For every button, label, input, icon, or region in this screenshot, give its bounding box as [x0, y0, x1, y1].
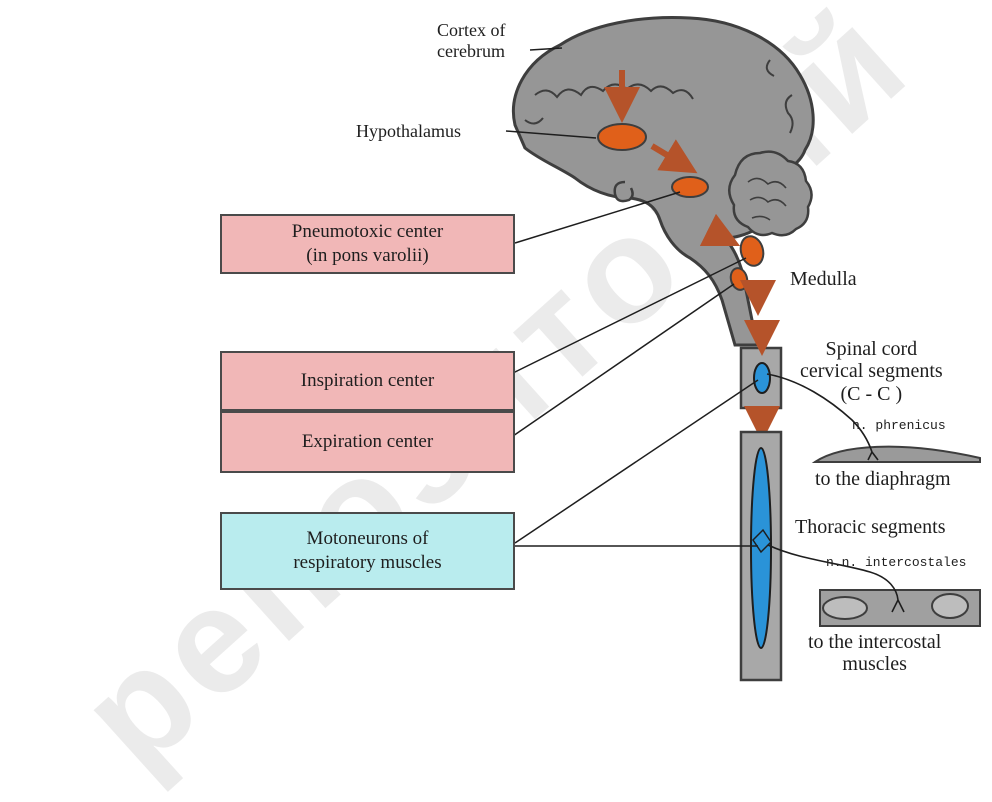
motoneurons-line-2: respiratory muscles [293, 551, 441, 575]
thoracic-cord [741, 432, 781, 680]
cortex-label-line-2: cerebrum [437, 41, 505, 62]
cerebellum [729, 152, 811, 236]
spinal-line-1: Spinal cord [800, 338, 943, 360]
inspiration-center-box: Inspiration center [220, 351, 515, 411]
leader-motoneuron-cervical [515, 380, 758, 543]
cortex-label-line-1: Cortex of [437, 20, 505, 41]
cervical-core [754, 363, 770, 393]
expiration-center-box: Expiration center [220, 411, 515, 473]
leader-expiration [513, 284, 734, 436]
motoneurons-box: Motoneurons of respiratory muscles [220, 512, 515, 590]
hypothalamus-nucleus [598, 124, 646, 150]
intercostal-line-2: muscles [808, 654, 941, 676]
motoneurons-line-1: Motoneurons of [307, 527, 429, 551]
spinal-line-3: (C - C ) [800, 383, 943, 405]
diaphragm-label: to the diaphragm [815, 468, 951, 491]
pneumotoxic-line-1: Pneumotoxic center [292, 220, 443, 244]
thoracic-label: Thoracic segments [795, 516, 946, 539]
pneumotoxic-nucleus [672, 177, 708, 197]
inspiration-nucleus [737, 234, 766, 269]
spinal-line-2: cervical segments [800, 360, 943, 382]
cervical-cord [741, 348, 781, 408]
medulla-label: Medulla [790, 268, 857, 291]
rib-right [932, 594, 968, 618]
intercostal-muscles [820, 590, 980, 626]
intercostal-line-1: to the intercostal [808, 632, 941, 654]
pneumotoxic-line-2: (in pons varolii) [306, 244, 428, 268]
rib-left [823, 597, 867, 619]
brain [513, 17, 813, 345]
pneumotoxic-center-box: Pneumotoxic center (in pons varolii) [220, 214, 515, 274]
spinal-cord-label: Spinal cord cervical segments (C - C ) [800, 338, 943, 405]
cortex-label: Cortex of cerebrum [437, 20, 505, 61]
intercostales-label: n.n. intercostales [826, 555, 966, 570]
phrenicus-label: n. phrenicus [852, 418, 946, 433]
hypothalamus-label: Hypothalamus [356, 121, 461, 142]
inspiration-label: Inspiration center [301, 369, 434, 393]
expiration-label: Expiration center [302, 430, 433, 454]
leader-pneumotoxic [515, 192, 680, 243]
intercostal-label: to the intercostal muscles [808, 632, 941, 675]
diaphragm-shape [815, 447, 980, 462]
